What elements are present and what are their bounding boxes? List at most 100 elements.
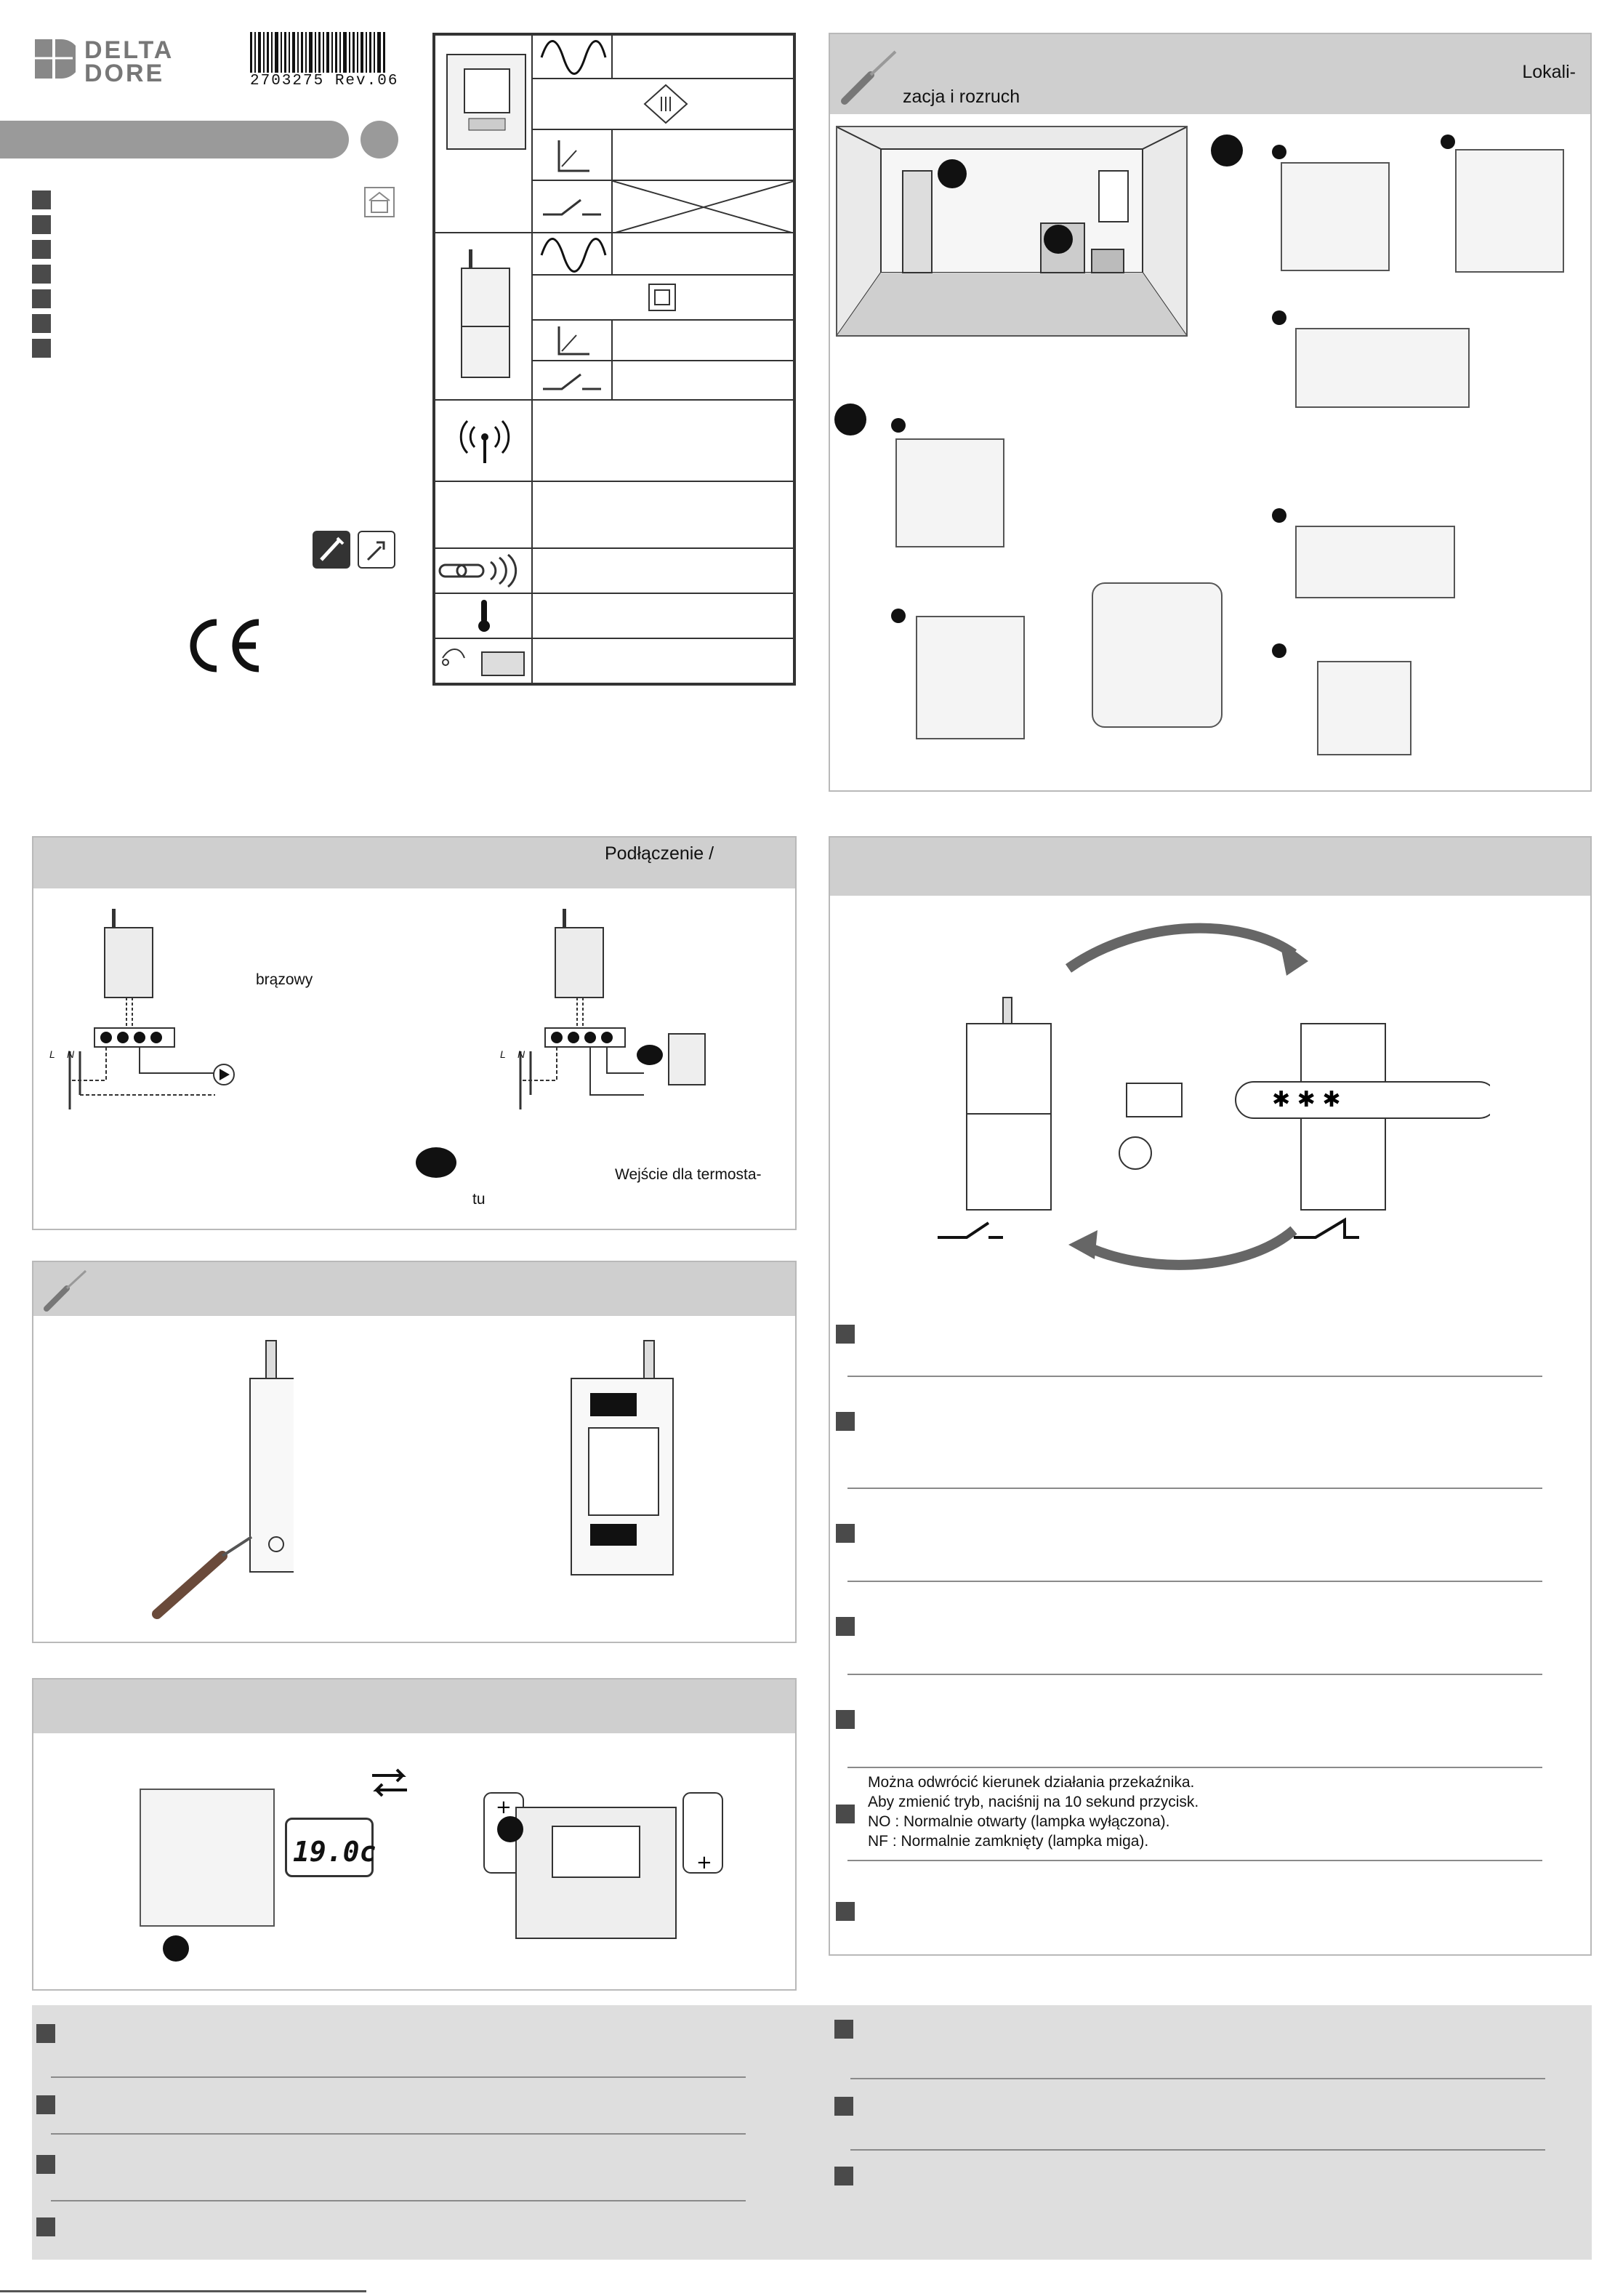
bottom-band — [32, 2005, 1592, 2260]
bottom-left-square-2 — [36, 2095, 55, 2114]
step-dot-6 — [891, 418, 906, 433]
ac-wave-icon — [540, 40, 607, 75]
lang-square-7 — [32, 339, 51, 358]
thermostat-hinge-figure — [140, 1789, 275, 1927]
bottom-left-rule-1 — [51, 2076, 746, 2078]
bottom-right-square-3 — [834, 2167, 853, 2185]
bottom-left-rule-3 — [51, 2200, 746, 2201]
spec-table — [432, 33, 796, 686]
thermostat-input-label-a: Wejście dla termosta- — [615, 1166, 762, 1183]
swap-arrows-icon — [372, 1768, 407, 1797]
barcode — [250, 32, 388, 73]
label-L: L — [49, 1048, 55, 1060]
assoc-step-square-1 — [836, 1325, 855, 1344]
installation-tool-icon — [313, 531, 350, 569]
spec-class2-cell — [532, 275, 794, 320]
lcd-temperature: 19.0c — [293, 1836, 376, 1868]
delta-dore-logo-icon — [35, 39, 76, 79]
bottom-left-square-4 — [36, 2217, 55, 2236]
step-marker-a — [1211, 135, 1243, 166]
spec-temp-range2-value — [612, 320, 794, 361]
spec-temp-range-value — [612, 129, 794, 180]
spec-ac-value — [612, 35, 794, 79]
spec-device-receiver-cell — [435, 233, 532, 400]
spec-device-thermostat-cell — [435, 35, 532, 233]
assoc-step-square-3 — [836, 1524, 855, 1543]
radio-antenna-icon — [459, 420, 510, 463]
assoc-rule-5 — [847, 1767, 1542, 1768]
assoc-rule-3 — [847, 1581, 1542, 1582]
thermostat-back-figure — [1455, 149, 1564, 273]
relay-mode-text: Można odwrócić kierunek działania przeka… — [868, 1773, 1199, 1851]
battery-replace-figure: + + — [483, 1792, 723, 1939]
x2d-house-icon — [363, 186, 395, 218]
spec-link-cell — [435, 548, 532, 593]
thermostat-perspective-figure — [1092, 582, 1223, 728]
bottom-left-rule-2 — [51, 2133, 746, 2135]
association-panel: ✱ ✱ ✱ Można odwrócić kierunek działania … — [829, 836, 1592, 1956]
spec-switch-value-crossed — [612, 180, 795, 234]
open-thermostat-figure — [1281, 162, 1390, 271]
wiring-diagram-thermostat — [519, 909, 706, 1109]
screwdriver-turn-icon — [152, 1536, 253, 1619]
receiver-screw-figure — [249, 1340, 294, 1573]
hinge-close-figure — [916, 616, 1025, 739]
ac-wave-icon-2 — [540, 238, 607, 273]
spec-switch2-cell — [532, 361, 612, 400]
label-N: N — [67, 1048, 75, 1060]
spec-switch-cell — [532, 180, 612, 233]
title-bar-dot — [361, 121, 398, 158]
spec-range-cell — [435, 481, 532, 548]
bottom-right-rule-1 — [850, 2078, 1545, 2079]
svg-text:+: + — [696, 1852, 712, 1874]
step-dot-battery-2 — [497, 1816, 523, 1842]
spec-class3-cell — [532, 79, 794, 129]
step-dot-3 — [1272, 310, 1286, 325]
assoc-step-square-7 — [836, 1902, 855, 1921]
localization-title-cont: zacja i rozruch — [903, 87, 1020, 107]
wiring-diagram-pump — [68, 909, 235, 1109]
step-dot-1 — [1272, 145, 1286, 159]
ce-mark-icon — [180, 617, 266, 675]
connection-panel: Podłączenie / L N brązowy L N Wejście dl… — [32, 836, 797, 1230]
spec-temp-range2-cell — [532, 320, 612, 361]
relay-mode-line1: Można odwrócić kierunek działania przeka… — [868, 1774, 1195, 1791]
step-dot-battery — [163, 1935, 189, 1962]
spec-temp-range-cell — [532, 129, 612, 180]
assoc-rule-6 — [847, 1860, 1542, 1861]
receiver-opened-figure — [571, 1340, 674, 1576]
label-L-2: L — [500, 1048, 506, 1060]
step-dot-2 — [1441, 135, 1455, 149]
brand-logo: DELTA DORE — [32, 36, 199, 87]
class-three-icon — [643, 84, 688, 124]
lang-square-2 — [32, 215, 51, 234]
assoc-step-square-6 — [836, 1805, 855, 1823]
step-dot-7 — [891, 609, 906, 623]
brand-line1: DELTA — [84, 36, 174, 64]
close-thermostat-figure — [1317, 661, 1411, 755]
lang-square-1 — [32, 190, 51, 209]
hinge-open-figure — [895, 438, 1004, 547]
location-marker-2 — [1044, 225, 1073, 254]
step-dot-4 — [1272, 508, 1286, 523]
spec-range-value — [532, 481, 794, 548]
thermometer-icon — [478, 600, 490, 632]
switch-icon-2 — [543, 373, 601, 390]
screwdriver-icon-2 — [44, 1269, 87, 1312]
svg-text:✱ ✱ ✱: ✱ ✱ ✱ — [1272, 1087, 1340, 1112]
switch-icon — [543, 198, 601, 216]
spec-contents-value — [532, 638, 794, 683]
lang-square-3 — [32, 240, 51, 259]
receiver-device-icon — [461, 249, 510, 378]
relay-mode-line3: NO : Normalnie otwarty (lampka wyłączona… — [868, 1813, 1170, 1830]
localization-panel: Lokali- zacja i rozruch — [829, 33, 1592, 792]
lang-square-5 — [32, 289, 51, 308]
assoc-rule-1 — [847, 1376, 1542, 1377]
location-marker-1 — [938, 159, 967, 188]
class-two-icon — [648, 284, 676, 311]
assoc-step-square-2 — [836, 1412, 855, 1431]
title-bar — [0, 121, 349, 158]
screwdriver-icon — [841, 50, 897, 105]
bottom-right-square-2 — [834, 2097, 853, 2116]
bottom-right-square-1 — [834, 2020, 853, 2039]
